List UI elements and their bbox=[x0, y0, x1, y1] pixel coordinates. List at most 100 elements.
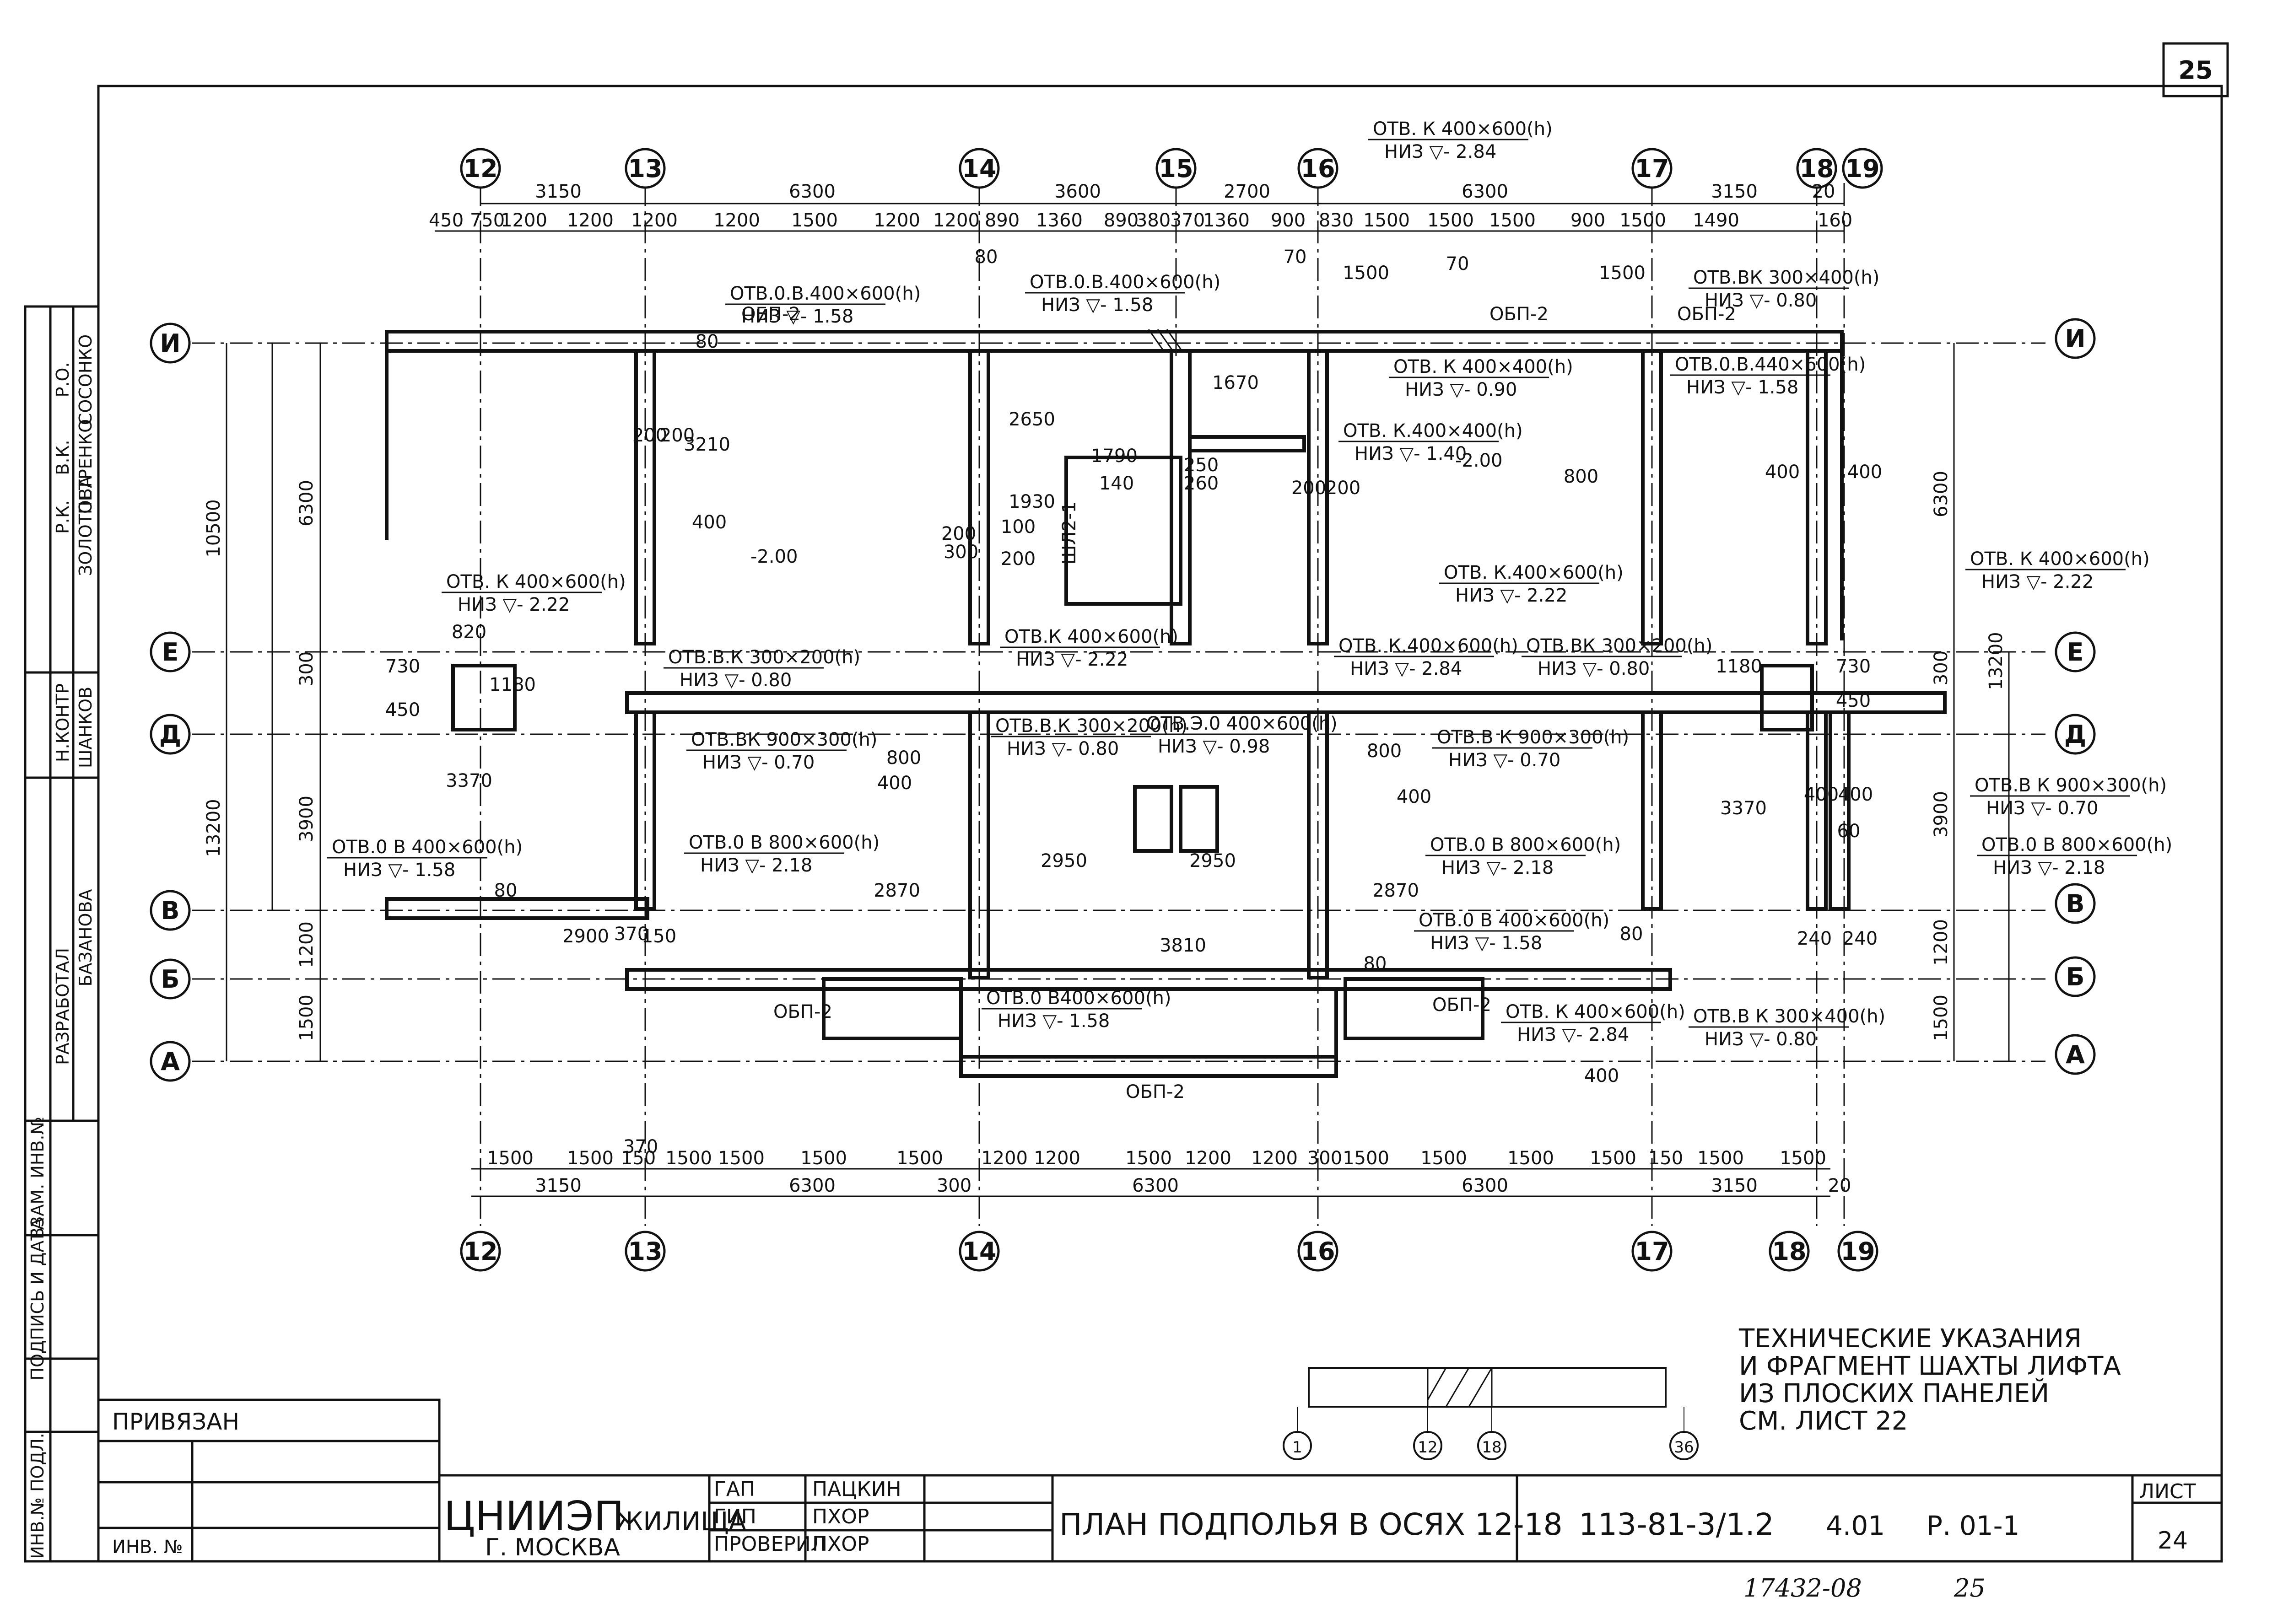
interior-dim-7: 100 bbox=[1001, 516, 1036, 538]
dims-bottom-detail-6: 1500 bbox=[896, 1148, 943, 1169]
interior-dim-25: 3810 bbox=[1160, 935, 1206, 956]
axis-top-7-label: 19 bbox=[1845, 154, 1879, 183]
opening-callout-13: ОТВ.ВК 300×200(h)НИЗ ▽- 0.80 bbox=[1522, 635, 1712, 679]
axis-top-6-label: 18 bbox=[1799, 154, 1834, 183]
dims-top-detail-0: 450 bbox=[429, 210, 464, 231]
opening-label-3: ОТВ.ВК 300×400(h) bbox=[1693, 267, 1879, 288]
interior-dim-11: 200 bbox=[941, 523, 976, 544]
opening-callouts: ОТВ. К 400×600(h)НИЗ ▽- 2.84 ОТВ.0.В.400×… bbox=[327, 118, 2172, 1050]
notes-line-4: СМ. ЛИСТ 22 bbox=[1739, 1406, 1908, 1436]
dims-bottom-detail-17: 150 bbox=[1648, 1148, 1683, 1169]
opening-callout-25: ОТВ. К 400×600(h)НИЗ ▽- 2.84 bbox=[1501, 1001, 1685, 1045]
interior-dim-17: 80 bbox=[696, 331, 719, 352]
opening-level-22: НИЗ ▽- 2.18 bbox=[1993, 857, 2105, 878]
stamp-name-0: ПАЦКИН bbox=[812, 1478, 901, 1501]
side-col1-1: ПОДПИСЬ И ДАТА bbox=[27, 1218, 48, 1380]
key-plan bbox=[1283, 1367, 1699, 1460]
opening-callout-26: ОТВ.В К 300×400(h)НИЗ ▽- 0.80 bbox=[1689, 1006, 1885, 1050]
dims-bottom-axis-2: 300 bbox=[937, 1175, 971, 1196]
opening-callout-3: ОТВ.ВК 300×400(h)НИЗ ▽- 0.80 bbox=[1689, 267, 1879, 311]
axis-top-3-label: 15 bbox=[1159, 154, 1193, 183]
opening-callout-21: ОТВ.0 В 800×600(h)НИЗ ▽- 2.18 bbox=[1425, 834, 1621, 878]
dims-top-detail-19: 1500 bbox=[1489, 210, 1536, 231]
interior-dim-52: 200 bbox=[1326, 478, 1360, 499]
interior-dim-19: 730 bbox=[385, 656, 420, 677]
axis-right-2-label: Д bbox=[2064, 720, 2086, 749]
interior-dim-40: 80 bbox=[1620, 924, 1643, 945]
interior-dim-12: 1500 bbox=[1343, 263, 1389, 284]
interior-dim-3: 250 bbox=[1184, 455, 1219, 476]
axis-left-0-label: И bbox=[160, 329, 180, 358]
sheet-corner-box bbox=[2162, 42, 2229, 97]
side-name-3: ЗОЛОТОВА bbox=[76, 476, 96, 576]
interior-dim-47: 450 bbox=[1836, 690, 1871, 711]
opening-callout-6: ОТВ. К.400×400(h)НИЗ ▽- 1.40 bbox=[1338, 420, 1523, 464]
side-role-0: РАЗРАБОТАЛ bbox=[53, 948, 73, 1065]
dims-top-axis-5: 3150 bbox=[1711, 181, 1758, 202]
axis-left-3: В bbox=[150, 890, 191, 931]
dims-top-detail-14: 1360 bbox=[1203, 210, 1250, 231]
axis-left-1: Е bbox=[150, 631, 191, 672]
interior-dim-31: 800 bbox=[1367, 741, 1402, 762]
axis-bottom-5-label: 18 bbox=[1772, 1237, 1806, 1266]
axis-right-4: Б bbox=[2055, 956, 2096, 997]
axis-right-3-label: В bbox=[2066, 889, 2084, 918]
dims-bottom-detail-9: 1500 bbox=[1125, 1148, 1172, 1169]
opening-level-7: НИЗ ▽- 2.22 bbox=[458, 594, 570, 615]
interior-dim-36: 370 bbox=[614, 924, 649, 945]
dims-top-axis-4: 6300 bbox=[1462, 181, 1508, 202]
interior-dim-51: 200 bbox=[1291, 478, 1326, 499]
axis-top-6: 18 bbox=[1796, 148, 1837, 189]
interior-dim-1: 140 bbox=[1099, 473, 1134, 494]
interior-dim-49: 200 bbox=[632, 425, 667, 446]
key-plan-label-1: 12 bbox=[1418, 1438, 1437, 1457]
axis-right-4-label: Б bbox=[2066, 963, 2084, 991]
dims-top-detail-2: 1200 bbox=[501, 210, 547, 231]
opening-label-10: ОТВ.В.К 300×200(h) bbox=[668, 647, 860, 668]
axis-right-2: Д bbox=[2055, 714, 2096, 755]
axis-top-1: 13 bbox=[625, 148, 666, 189]
axis-left-4: Б bbox=[150, 958, 191, 1000]
opening-callout-15: ОТВ.Э.0 400×600(h)НИЗ ▽- 0.98 bbox=[1142, 713, 1338, 757]
axis-bottom-3-label: 16 bbox=[1301, 1237, 1335, 1266]
side-role-5: Р.О. bbox=[53, 362, 73, 398]
axis-left-0: И bbox=[150, 323, 191, 364]
opening-label-21: ОТВ.0 В 800×600(h) bbox=[1430, 834, 1621, 855]
axis-right-5: А bbox=[2055, 1034, 2096, 1075]
dims-left-inner-4: 1500 bbox=[296, 995, 317, 1041]
axis-bottom-5: 18 bbox=[1769, 1231, 1810, 1272]
opening-callout-24: ОТВ.0 В400×600(h)НИЗ ▽- 1.58 bbox=[982, 988, 1171, 1032]
axis-right-1-label: Е bbox=[2067, 638, 2084, 667]
level-mark-0: -2.00 bbox=[750, 546, 798, 567]
dims-top-detail-1: 750 bbox=[470, 210, 505, 231]
axis-bottom-4-label: 17 bbox=[1635, 1237, 1669, 1266]
shaft-mark: ШЛ2-1 bbox=[1059, 501, 1080, 565]
interior-dim-20: 1180 bbox=[489, 674, 536, 695]
drawing-part: 4.01 bbox=[1826, 1510, 1885, 1541]
opening-level-25: НИЗ ▽- 2.84 bbox=[1517, 1024, 1629, 1045]
opening-label-15: ОТВ.Э.0 400×600(h) bbox=[1146, 713, 1338, 734]
dims-bottom-axis-0: 3150 bbox=[535, 1175, 582, 1196]
stamp-name-1: ПХОР bbox=[812, 1505, 869, 1528]
opening-label-14: ОТВ.В.К 300×200(h) bbox=[995, 715, 1187, 737]
interior-dim-24: 2950 bbox=[1189, 850, 1236, 871]
org-subname: ЖИЛИЩА bbox=[615, 1507, 746, 1537]
obp-mark-0: ОБП-2 bbox=[741, 304, 800, 325]
interior-dim-16: 80 bbox=[975, 247, 998, 268]
interior-dim-54: 400 bbox=[1847, 462, 1882, 483]
axis-top-3: 15 bbox=[1155, 148, 1197, 189]
interior-dim-23: 2950 bbox=[1041, 850, 1087, 871]
key-plan-label-0: 1 bbox=[1292, 1438, 1302, 1457]
basement-plan bbox=[192, 183, 2045, 1226]
axis-top-2-label: 14 bbox=[962, 154, 996, 183]
axis-top-7: 19 bbox=[1842, 148, 1883, 189]
side-name-1: ШАНКОВ bbox=[76, 687, 96, 768]
obp-mark-3: ОБП-2 bbox=[773, 1001, 832, 1022]
opening-callout-2: ОТВ.0.В.400×600(h)НИЗ ▽- 1.58 bbox=[1025, 272, 1220, 316]
